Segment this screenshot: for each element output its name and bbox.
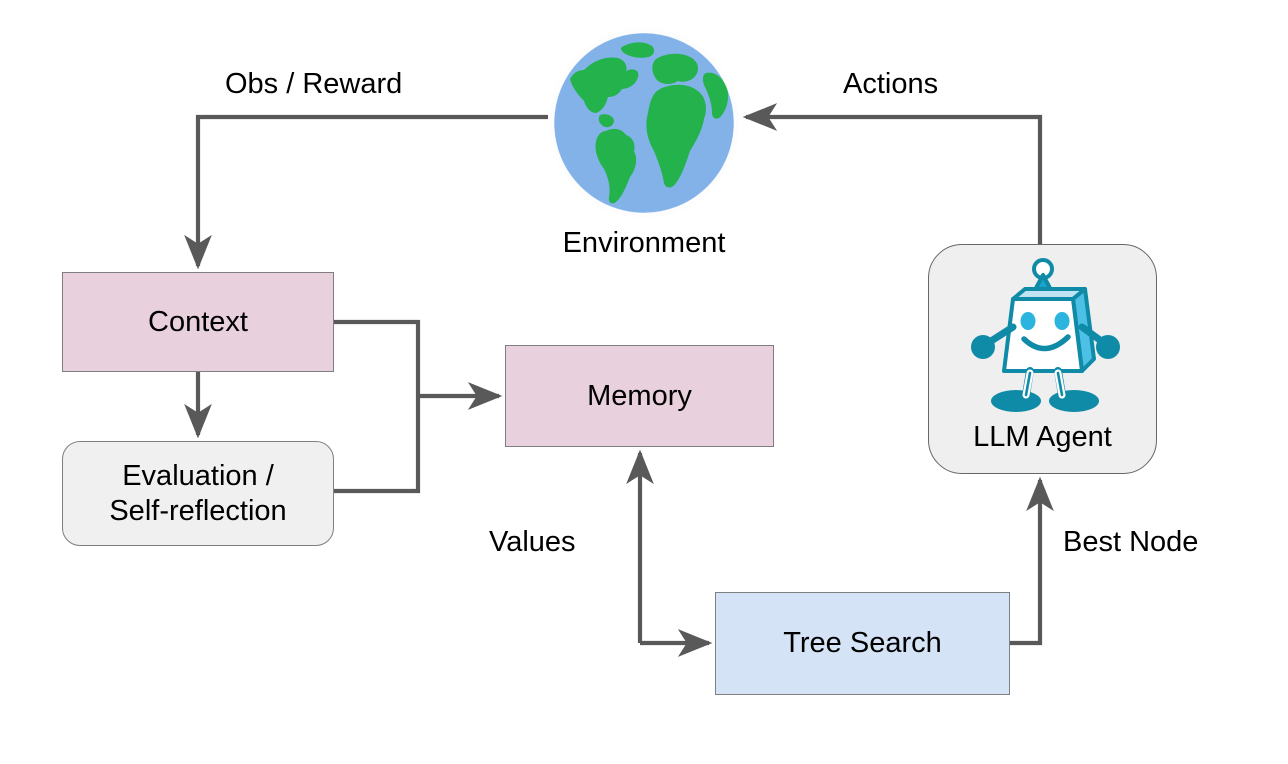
node-evaluation-line2: Self-reflection — [109, 494, 287, 527]
node-context-label: Context — [148, 305, 248, 338]
node-memory[interactable]: Memory — [505, 345, 774, 447]
robot-icon — [970, 258, 1120, 412]
edge-label-actions: Actions — [843, 68, 939, 100]
node-memory-label: Memory — [587, 379, 692, 412]
node-context[interactable]: Context — [62, 272, 334, 372]
edge-tree-to-agent — [1010, 476, 1054, 646]
node-tree-search[interactable]: Tree Search — [715, 592, 1010, 695]
edge-label-obs-reward: Obs / Reward — [225, 68, 403, 100]
node-evaluation-line1: Evaluation / — [122, 460, 274, 493]
node-evaluation-text: Evaluation / Self-reflection — [109, 459, 286, 527]
node-tree-search-label: Tree Search — [783, 627, 942, 660]
edge-eval-to-junction — [334, 396, 421, 494]
globe-icon — [549, 28, 739, 218]
edge-agent-to-env — [742, 103, 1043, 244]
node-evaluation[interactable]: Evaluation / Self-reflection — [62, 441, 334, 546]
environment-label: Environment — [562, 227, 726, 259]
node-llm-agent[interactable]: LLM Agent — [928, 244, 1157, 474]
edge-context-to-junction — [334, 319, 421, 396]
edge-label-best-node: Best Node — [1063, 526, 1199, 558]
edge-label-values: Values — [489, 526, 576, 558]
edge-env-to-context — [184, 114, 548, 270]
node-llm-agent-label: LLM Agent — [973, 421, 1112, 453]
